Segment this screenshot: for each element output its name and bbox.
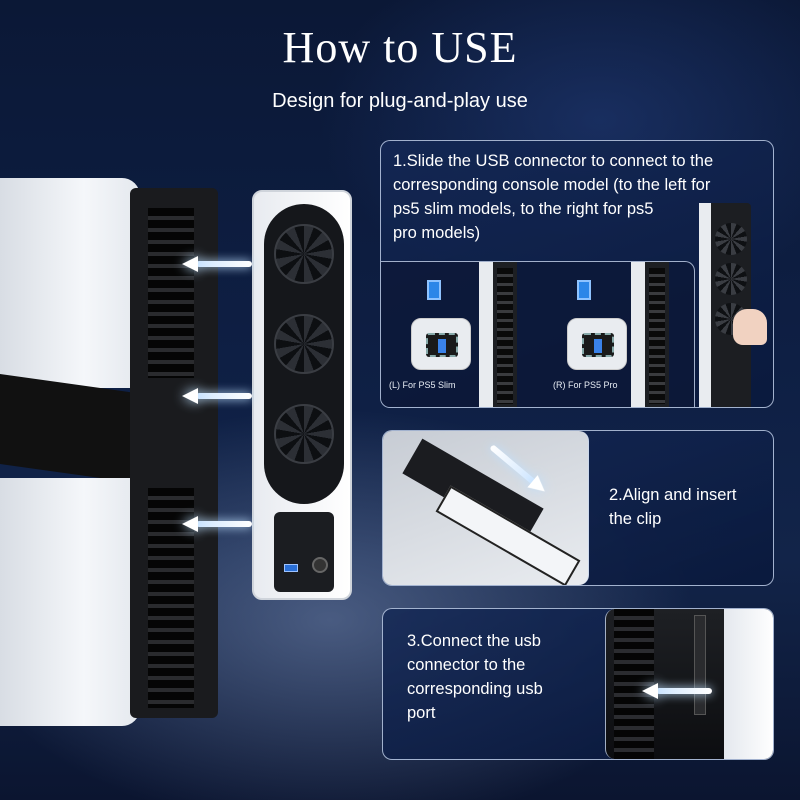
ps5-slim-tower-image [479, 262, 517, 407]
fan-icon [274, 224, 334, 284]
step-1-line: corresponding console model (to the left… [393, 176, 711, 194]
console-shell-top [0, 178, 140, 388]
fan-strip-image [699, 203, 751, 407]
step-3-text: 3.Connect the usb connector to the corre… [407, 629, 597, 725]
fan-panel-edge-image [724, 609, 773, 759]
power-button-icon [312, 557, 328, 573]
step-3-line: corresponding usb [407, 680, 543, 698]
step-1-line: pro models) [393, 224, 481, 242]
caption-ps5-pro: (R) For PS5 Pro [553, 380, 618, 390]
step-3-line: connector to the [407, 656, 526, 674]
caption-ps5-slim: (L) For PS5 Slim [389, 380, 456, 390]
usb-connector-right-image [567, 318, 627, 370]
usb-port-icon [284, 564, 298, 572]
step-3-image [605, 609, 773, 759]
hand-image [733, 309, 767, 345]
ps5-console-image [0, 178, 218, 726]
arrow-left-icon [182, 388, 252, 404]
ps5-pro-tower-image [631, 262, 669, 407]
cooling-fan-panel-image [252, 190, 352, 600]
page-subtitle: Design for plug-and-play use [272, 90, 528, 112]
fan-icon [274, 314, 334, 374]
fan-connector-housing [274, 512, 334, 592]
arrow-left-icon [182, 516, 252, 532]
step-3-line: 3.Connect the usb [407, 632, 541, 650]
slider-right-icon [577, 280, 591, 300]
usb-connector-left-image [411, 318, 471, 370]
step-3-panel: 3.Connect the usb connector to the corre… [382, 608, 774, 760]
arrow-left-icon [182, 256, 252, 272]
step-1-diagram: (L) For PS5 Slim (R) For PS5 Pro [381, 261, 695, 407]
step-2-panel: 2.Align and insert the clip [382, 430, 774, 586]
fan-housing [264, 204, 344, 504]
step-1-text: 1.Slide the USB connector to connect to … [393, 149, 773, 245]
usb-cable-image [694, 615, 706, 715]
slider-left-icon [427, 280, 441, 300]
console-shell-bottom [0, 478, 140, 726]
step-3-line: port [407, 704, 436, 722]
step-2-line: 2.Align and insert [609, 486, 737, 504]
step-1-line: ps5 slim models, to the right for ps5 [393, 200, 654, 218]
step-1-line: 1.Slide the USB connector to connect to … [393, 152, 714, 170]
console-vent-upper [148, 208, 194, 378]
step-2-text: 2.Align and insert the clip [609, 483, 769, 531]
arrow-left-icon [642, 683, 712, 699]
fan-icon [274, 404, 334, 464]
step-2-line: the clip [609, 510, 662, 528]
step-2-image [383, 431, 589, 585]
page-title: How to USE [282, 23, 518, 72]
step-1-panel: 1.Slide the USB connector to connect to … [380, 140, 774, 408]
